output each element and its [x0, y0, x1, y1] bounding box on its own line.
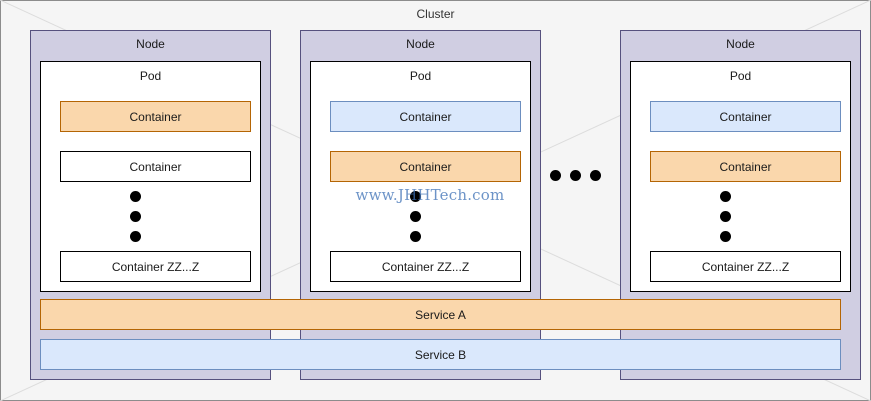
node-3: Node Pod Container Container Container Z… [620, 30, 861, 380]
pod-1: Pod Container Container Container ZZ...Z [40, 61, 261, 292]
container-1: Container [60, 101, 251, 132]
container-last: Container ZZ...Z [330, 251, 521, 282]
pod-label: Pod [139, 69, 162, 83]
pod-3: Pod Container Container Container ZZ...Z [630, 61, 851, 292]
pod-label: Pod [409, 69, 432, 83]
container-2: Container [650, 151, 841, 182]
service-b: Service B [40, 339, 841, 370]
container-2: Container [330, 151, 521, 182]
node-label: Node [726, 37, 755, 51]
watermark-text: www.JHHTech.com [355, 186, 505, 204]
container-2: Container [60, 151, 251, 182]
container-last: Container ZZ...Z [60, 251, 251, 282]
pod-2: Pod Container Container Container ZZ...Z [310, 61, 531, 292]
node-label: Node [136, 37, 165, 51]
container-1: Container [330, 101, 521, 132]
container-last: Container ZZ...Z [650, 251, 841, 282]
pod-label: Pod [729, 69, 752, 83]
node-label: Node [406, 37, 435, 51]
service-a: Service A [40, 299, 841, 330]
container-1: Container [650, 101, 841, 132]
cluster-label: Cluster [416, 7, 455, 21]
